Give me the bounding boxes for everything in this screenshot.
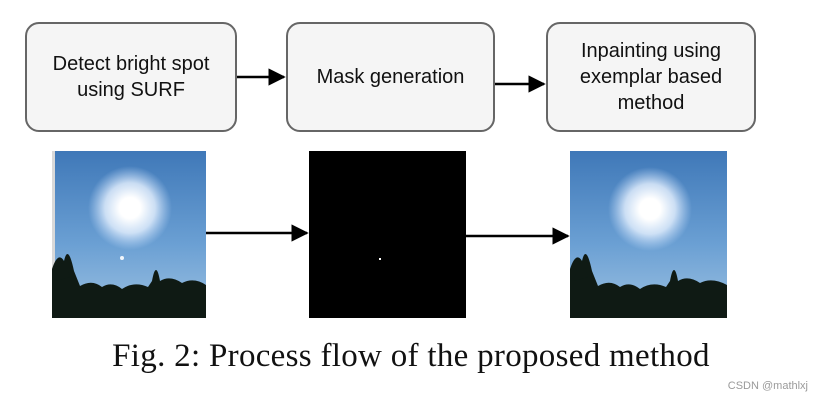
output-sky-image [570, 151, 727, 318]
process-box-mask: Mask generation [286, 22, 495, 132]
process-box-inpaint: Inpainting using exemplar based method [546, 22, 756, 132]
watermark: CSDN @mathlxj [727, 380, 808, 392]
figure-caption: Fig. 2: Process flow of the proposed met… [112, 338, 710, 374]
mask-image [309, 151, 466, 318]
input-sky-image [52, 151, 206, 318]
process-box-detect: Detect bright spot using SURF [25, 22, 237, 132]
process-box-label: Inpainting using exemplar based method [579, 40, 723, 114]
process-box-label: Mask generation [316, 66, 465, 88]
process-box-label: Detect bright spot using SURF [52, 53, 210, 101]
